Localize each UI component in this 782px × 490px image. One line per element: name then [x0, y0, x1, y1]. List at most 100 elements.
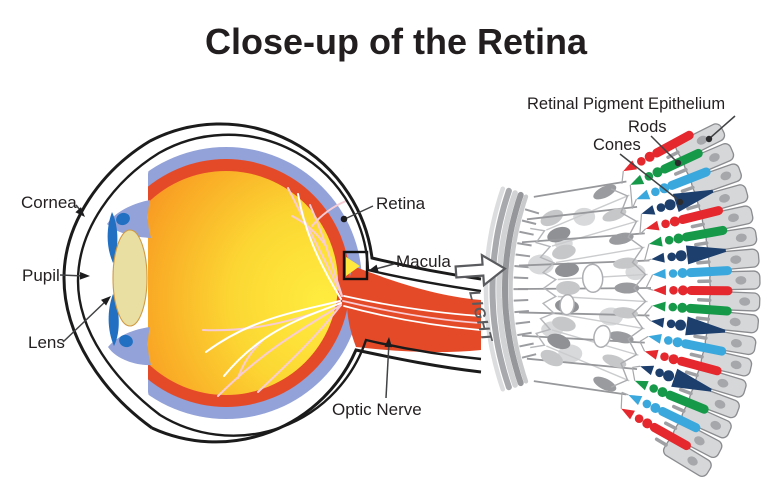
vitreous-body — [114, 171, 338, 395]
rpe-nucleus — [710, 420, 722, 430]
label-lens: Lens — [28, 333, 65, 352]
pr-bead — [677, 268, 688, 278]
ganglion-cell — [555, 262, 579, 277]
bipolar-cell — [602, 208, 627, 222]
rpe-nucleus — [709, 153, 720, 162]
rod-outer-segment — [667, 167, 711, 190]
pr-bead — [656, 203, 666, 212]
rpe-nucleus — [717, 378, 729, 388]
rod-outer-segment — [676, 356, 722, 376]
rpe-cell — [671, 404, 732, 439]
band-tick — [515, 320, 531, 325]
rpe-nucleus — [739, 297, 751, 306]
photoreceptor-cone — [641, 189, 714, 215]
pr-bead — [675, 250, 687, 262]
rpe-finger — [696, 260, 711, 265]
amacrine-cell — [593, 324, 612, 348]
pr-bead — [664, 235, 674, 245]
band-tick — [514, 265, 529, 269]
bipolar-cell — [593, 184, 617, 200]
rpe-nucleus — [720, 171, 732, 181]
pr-tail — [636, 189, 651, 200]
label-rpe: Retinal Pigment Epithelium — [527, 95, 725, 113]
band-stripe — [501, 191, 524, 387]
rpe-cell — [674, 143, 735, 177]
photoreceptor-link — [621, 391, 629, 396]
rpe-nucleus — [728, 213, 739, 222]
photoreceptor-rod — [644, 349, 722, 376]
neuron-network — [517, 180, 652, 396]
optic-nerve-arrowhead — [384, 337, 393, 348]
macula-arrowhead — [368, 264, 379, 272]
label-cornea: Cornea — [21, 193, 77, 212]
pr-bead — [652, 167, 663, 178]
pr-bead — [678, 285, 688, 296]
neuron-row — [533, 180, 627, 198]
pr-tail — [648, 334, 662, 344]
rod-outer-segment — [681, 225, 728, 242]
rpe-nucleus — [719, 194, 730, 203]
iris-top-end — [116, 212, 130, 226]
light-arrow-icon — [454, 253, 507, 288]
photoreceptor-rod — [648, 334, 727, 356]
pr-tail — [651, 252, 665, 263]
rpe-finger — [666, 150, 680, 160]
rod-outer-segment — [649, 422, 691, 451]
rpe-nucleus — [714, 399, 726, 409]
pr-bead — [637, 157, 646, 166]
photoreceptor-cone — [651, 245, 726, 265]
ganglion-cell — [556, 281, 580, 295]
pr-tail — [628, 394, 643, 406]
cone-outer-segment — [685, 316, 726, 336]
label-pupil: Pupil — [22, 266, 60, 285]
retina-dot — [340, 215, 348, 223]
nerve-vessels — [342, 295, 481, 331]
rpe-cell — [695, 310, 760, 334]
label-cones: Cones — [593, 136, 641, 154]
rpe-finger — [694, 241, 709, 247]
rpe-nucleus — [696, 135, 708, 145]
plexiform-squiggle — [530, 227, 558, 349]
photoreceptor-rod — [623, 130, 694, 172]
rod-outer-segment — [678, 206, 723, 224]
pr-tail — [640, 365, 655, 376]
pr-tail — [650, 317, 665, 328]
photoreceptor-link — [645, 287, 654, 291]
rpe-nucleus — [730, 255, 742, 264]
photoreceptor-link — [621, 171, 624, 184]
rpe-dot — [705, 135, 713, 143]
rod-outer-segment — [658, 407, 701, 433]
bipolar-cell — [613, 307, 639, 319]
rpe-cell — [696, 290, 761, 312]
rpe-nucleus — [687, 456, 698, 466]
photoreceptor-link — [629, 184, 633, 209]
rpe-nucleus — [735, 233, 747, 243]
pr-tail — [644, 349, 659, 360]
band-stripe — [496, 190, 518, 388]
photoreceptor-rod — [621, 408, 691, 451]
band-stripe — [489, 187, 512, 391]
pr-bead — [675, 319, 686, 331]
pr-tail — [652, 301, 666, 312]
photoreceptor-rod — [628, 394, 701, 433]
cornea-arrowhead — [75, 207, 85, 217]
rpe-nucleus — [694, 436, 705, 446]
page-title: Close-up of the Retina — [205, 21, 588, 62]
pr-bead — [649, 384, 658, 393]
pr-bead — [663, 370, 675, 382]
rpe-cell — [684, 367, 747, 398]
photoreceptor-rod — [634, 380, 709, 414]
sclera-outer-outline — [62, 122, 482, 444]
rpe-finger — [689, 352, 704, 359]
rpe-finger — [680, 185, 695, 193]
pr-bead — [642, 399, 652, 409]
photoreceptor-link — [639, 213, 643, 235]
label-optic-nerve: Optic Nerve — [332, 400, 422, 419]
rpe-finger — [654, 437, 668, 447]
pr-tail — [630, 174, 645, 185]
photoreceptor-link — [631, 198, 637, 209]
pr-bead — [664, 336, 673, 345]
ganglion-cell — [540, 209, 564, 227]
rpe-cell — [696, 248, 760, 272]
pr-bead — [666, 319, 676, 329]
